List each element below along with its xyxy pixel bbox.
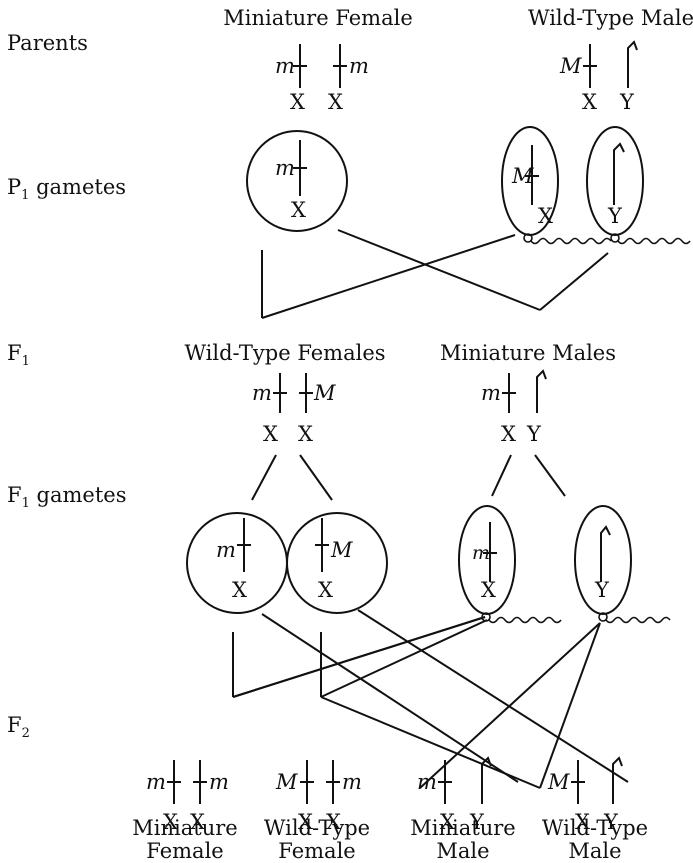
f1-sperm-x: X [481,578,496,602]
parent-female-x-2: X [328,90,343,114]
parent-male-allele: M [560,54,582,78]
f1-egg1-x: X [232,578,247,602]
f2-c1-x-2: X [190,810,205,834]
row-label-f1-gametes: F1 gametes [7,483,127,512]
f2-c4-label-1: Wild-Type [541,816,649,840]
row-label-parents: Parents [7,31,88,55]
f1-male-allele: m [481,381,501,405]
f1-female-x-1: X [263,422,278,446]
parent-female-allele-2: m [349,54,369,78]
f2-c1-x-1: X [163,810,178,834]
parent-male-title: Wild-Type Male [527,6,693,30]
f1-meiosis-lines [251,454,566,501]
f2-c3-label-1: Miniature [410,816,516,840]
f1-female-chromosomes [273,373,313,413]
f1-male-y: Y [527,422,541,446]
parent-female-x-1: X [290,90,305,114]
f2-c2-allele-1: M [276,770,298,794]
f2-fertilization-lines [232,609,629,789]
row-label-f2: F2 [7,713,30,742]
parent-female-allele-1: m [275,54,295,78]
f1-female-title: Wild-Type Females [184,341,386,365]
f1-female-x-2: X [298,422,313,446]
f2-c1-label-1: Miniature [132,816,238,840]
parent-female-title: Miniature Female [223,6,413,30]
p1-egg-cell [246,130,348,232]
f2-c3-allele: m [417,770,437,794]
f1-egg2-x: X [318,578,333,602]
f2-c2-allele-2: m [342,770,362,794]
f1-male-x: X [501,422,516,446]
f1-male-title: Miniature Males [439,341,617,365]
p1-egg-allele: m [275,156,295,180]
p1-sperm-x: X [538,204,553,228]
p1-sperm-allele: M [512,164,534,188]
f2-c2-label-2: Female [278,839,356,863]
f1-egg-M-cell [286,512,388,614]
f1-sperm-x-cell [458,505,562,624]
row-label-f1: F1 [7,341,30,370]
f2-c4-x: X [575,810,590,834]
f1-sperm-allele: m [472,542,491,564]
f2-c2-x-1: X [298,810,313,834]
f2-c4-allele: M [548,770,570,794]
f2-c3-x: X [440,810,455,834]
f2-c3-label-2: Male [436,839,490,863]
f1-female-allele-1: m [252,381,272,405]
parent-female-chromosomes [293,44,347,88]
f1-egg2-allele: M [331,538,353,562]
f2-c1-allele-2: m [209,770,229,794]
f1-egg1-allele: m [216,538,236,562]
f2-c3-y: Y [470,810,484,834]
parent-male-x: X [582,90,597,114]
f2-c1-allele-1: m [146,770,166,794]
f2-c2-x-2: X [326,810,341,834]
p1-fertilization-lines [261,229,609,319]
f1-sperm-y: Y [595,578,609,602]
p1-sperm-y-cell [586,126,691,245]
parent-male-y: Y [620,90,634,114]
f1-sperm-y-cell [574,505,671,624]
p1-sperm-y: Y [608,204,622,228]
f2-c4-y: Y [604,810,618,834]
p1-sperm-x-cell [501,126,612,245]
parent-male-chromosomes [583,40,638,88]
f1-female-allele-2: M [314,381,336,405]
f2-c1-label-2: Female [146,839,224,863]
f1-male-chromosomes [502,369,547,413]
f2-c4-label-2: Male [568,839,622,863]
f2-chromosomes [167,756,623,804]
row-label-p1-gametes: P1 gametes [7,175,127,204]
f2-c2-label-1: Wild-Type [263,816,371,840]
p1-egg-x: X [291,198,306,222]
